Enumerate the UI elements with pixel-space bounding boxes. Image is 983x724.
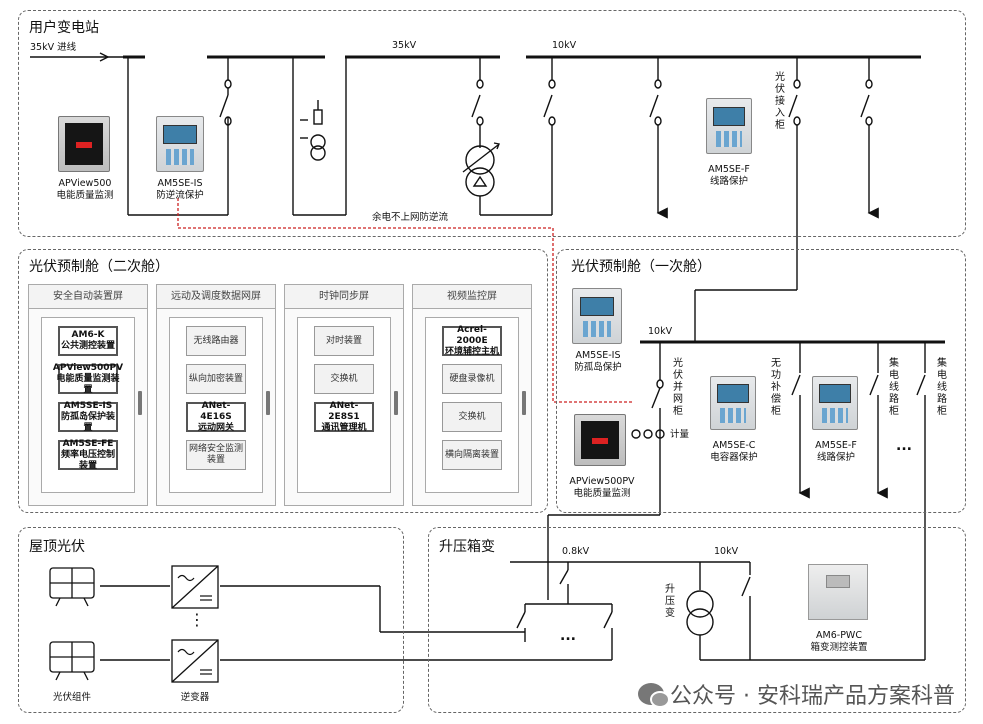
apview500-device-image bbox=[58, 116, 110, 172]
primary-apview500pv-label: APView500PV 电能质量监测 bbox=[569, 476, 635, 499]
watermark: 公众号 · 安科瑞产品方案科普 bbox=[638, 678, 955, 710]
device-switch: 交换机 bbox=[314, 364, 374, 394]
primary-am5se-is-image bbox=[572, 288, 622, 344]
am5se-c-label: AM5SE-C 电容器保护 bbox=[710, 440, 758, 463]
am5se-c-image bbox=[710, 376, 756, 430]
wechat-icon bbox=[638, 683, 671, 708]
am5se-is-label: AM5SE-IS 防逆流保护 bbox=[156, 178, 204, 201]
boost-box-panel: 升压箱变 bbox=[428, 527, 966, 713]
bus-10kv-label: 10kV bbox=[552, 40, 577, 51]
cabinet-video-monitor: 视频监控屏 Acrel-2000E 环境辅控主机 硬盘录像机 交换机 横向隔离装… bbox=[412, 284, 532, 506]
inverter-vdots: ⋮ bbox=[189, 610, 205, 629]
lv-08kv-label: 0.8kV bbox=[562, 546, 590, 557]
cabinet-title: 视频监控屏 bbox=[413, 285, 531, 309]
cabinet-handle bbox=[522, 390, 526, 415]
am5se-f-label: AM5SE-F 线路保护 bbox=[708, 164, 750, 187]
boost-box-title: 升压箱变 bbox=[439, 539, 495, 555]
primary-cabin-title: 光伏预制舱（一次舱） bbox=[571, 259, 711, 275]
device-nvr: 硬盘录像机 bbox=[442, 364, 502, 394]
device-vertical-encryption: 纵向加密装置 bbox=[186, 364, 246, 394]
substation-panel: 用户变电站 bbox=[18, 10, 966, 237]
primary-am5se-is-label: AM5SE-IS 防孤岛保护 bbox=[574, 350, 622, 373]
primary-ellipsis: ... bbox=[896, 438, 912, 454]
pv-inlet-cabinet-label: 光伏接入柜 bbox=[775, 72, 785, 131]
anti-reverse-note: 余电不上网防逆流 bbox=[372, 212, 449, 223]
cabinet-title: 时钟同步屏 bbox=[285, 285, 403, 309]
watermark-text: 公众号 · 安科瑞产品方案科普 bbox=[670, 684, 955, 709]
device-acrel-2000e: Acrel-2000E 环境辅控主机 bbox=[442, 325, 502, 357]
device-horizontal-isolation: 横向隔离装置 bbox=[442, 440, 502, 470]
pv-grid-cabinet-label: 光伏并网柜 bbox=[673, 358, 683, 417]
primary-am5se-f-image bbox=[812, 376, 858, 430]
device-am6-k: AM6-K 公共测控装置 bbox=[58, 326, 118, 356]
cabinet-title: 安全自动装置屏 bbox=[29, 285, 147, 309]
apview500-label: APView500 电能质量监测 bbox=[56, 178, 114, 201]
device-apview500pv: APView500PV 电能质量监测装置 bbox=[52, 362, 124, 395]
device-wireless-router: 无线路由器 bbox=[186, 326, 246, 356]
cabinet-title: 远动及调度数据网屏 bbox=[157, 285, 275, 309]
boost-ellipsis: ... bbox=[560, 628, 576, 644]
secondary-cabin-title: 光伏预制舱（二次舱） bbox=[29, 259, 169, 275]
device-anet-4e16s: ANet-4E16S 远动网关 bbox=[186, 401, 246, 433]
collector-cabinet-1-label: 集电线路柜 bbox=[889, 358, 899, 417]
device-network-security-monitor: 网络安全监测装置 bbox=[186, 440, 246, 470]
collector-cabinet-2-label: 集电线路柜 bbox=[937, 358, 947, 417]
primary-am5se-f-label: AM5SE-F 线路保护 bbox=[815, 440, 857, 463]
device-am5se-is: AM5SE-IS 防孤岛保护装置 bbox=[58, 401, 118, 433]
inverter-label: 逆变器 bbox=[180, 692, 210, 703]
pv-module-label: 光伏组件 bbox=[52, 692, 91, 703]
cabinet-handle bbox=[138, 390, 142, 415]
device-time-sync: 对时装置 bbox=[314, 326, 374, 356]
bus-35kv-label: 35kV bbox=[392, 40, 417, 51]
substation-title: 用户变电站 bbox=[29, 20, 99, 36]
cabinet-handle bbox=[394, 390, 398, 415]
primary-bus-10kv-label: 10kV bbox=[648, 326, 673, 337]
metering-label: 计量 bbox=[670, 429, 690, 440]
cabinet-clock-sync: 时钟同步屏 对时装置 交换机 ANet-2E8S1 通讯管理机 bbox=[284, 284, 404, 506]
reactive-cabinet-label: 无功补偿柜 bbox=[771, 358, 781, 417]
device-switch: 交换机 bbox=[442, 402, 502, 432]
am6-pwc-image bbox=[808, 564, 868, 620]
am5se-f-device-image bbox=[706, 98, 752, 154]
am6-pwc-label: AM6-PWC 箱变测控装置 bbox=[810, 630, 868, 653]
cabinet-safety-auto: 安全自动装置屏 AM6-K 公共测控装置 APView500PV 电能质量监测装… bbox=[28, 284, 148, 506]
rooftop-pv-title: 屋顶光伏 bbox=[29, 539, 85, 555]
incoming-35kv-label: 35kV 进线 bbox=[30, 42, 77, 53]
rooftop-pv-panel: 屋顶光伏 bbox=[18, 527, 404, 713]
hv-10kv-label: 10kV bbox=[714, 546, 739, 557]
primary-apview500pv-image bbox=[574, 414, 626, 466]
secondary-cabin-panel: 光伏预制舱（二次舱） bbox=[18, 249, 548, 513]
device-am5se-fe: AM5SE-FE 频率电压控制装置 bbox=[58, 439, 118, 471]
boost-transformer-label: 升压变 bbox=[665, 584, 675, 619]
primary-cabin-panel: 光伏预制舱（一次舱） bbox=[556, 249, 966, 513]
cabinet-handle bbox=[266, 390, 270, 415]
device-anet-2e8s1: ANet-2E8S1 通讯管理机 bbox=[314, 401, 374, 433]
cabinet-telecontrol: 远动及调度数据网屏 无线路由器 纵向加密装置 ANet-4E16S 远动网关 网… bbox=[156, 284, 276, 506]
am5se-is-device-image bbox=[156, 116, 204, 172]
